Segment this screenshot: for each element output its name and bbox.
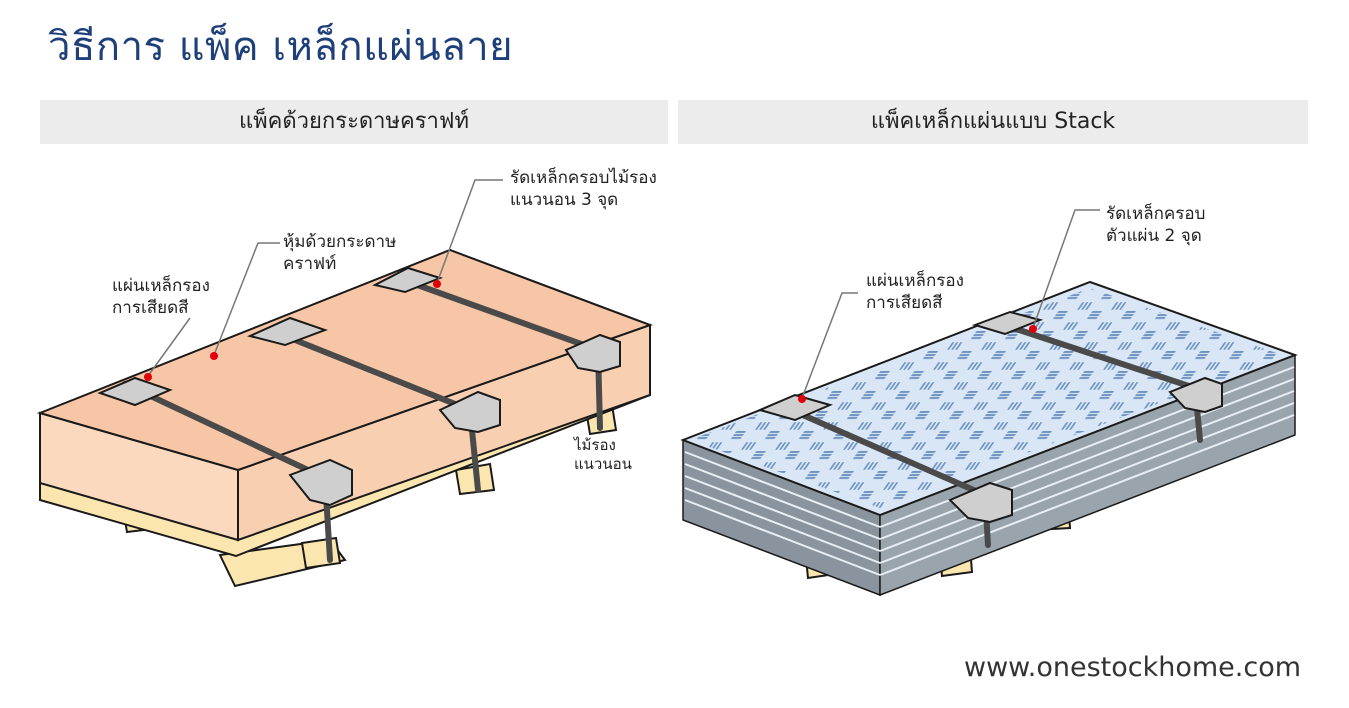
left-skid-callout: ไม้รอง แนวนอน: [574, 436, 632, 474]
right-leader-lines: [801, 209, 1100, 399]
left-skid-callout-line1: ไม้รอง: [574, 436, 616, 454]
edge-protectors: [97, 266, 621, 507]
right-protector-callout-line1: แผ่นเหล็กรอง: [866, 271, 964, 291]
kraft-bundle: [36, 248, 653, 588]
right-panel-header: แพ็คเหล็กแผ่นแบบ Stack: [678, 100, 1308, 144]
right-strap-callout-line1: รัดเหล็กครอบ: [1106, 204, 1206, 224]
left-skid-callout-line2: แนวนอน: [574, 455, 632, 473]
right-strap-callout: รัดเหล็กครอบ ตัวแผ่น 2 จุด: [1106, 203, 1205, 247]
edge-protectors-right: [757, 310, 1223, 524]
left-strap-callout: รัดเหล็กครอบไม้รอง แนวนอน 3 จุด: [510, 167, 657, 211]
left-markers: [144, 280, 441, 381]
left-protector-callout: แผ่นเหล็กรอง การเสียดสี: [112, 275, 210, 319]
footer-url: www.onestockhome.com: [964, 652, 1302, 683]
stack-bundle: [680, 280, 1298, 597]
left-strap-callout-line1: รัดเหล็กครอบไม้รอง: [510, 168, 657, 188]
left-wrap-callout-line1: หุ้มด้วยกระดาษ: [283, 232, 397, 252]
right-protector-callout-line2: การเสียดสี: [866, 293, 943, 313]
right-markers: [798, 325, 1037, 403]
left-wrap-callout: หุ้มด้วยกระดาษ คราฟท์: [283, 231, 396, 275]
left-strap-callout-line2: แนวนอน 3 จุด: [510, 190, 619, 210]
left-panel-header: แพ็คด้วยกระดาษคราฟท์: [40, 100, 668, 144]
left-protector-callout-line2: การเสียดสี: [112, 298, 189, 318]
left-leader-lines: [147, 179, 503, 377]
checker-plate-pattern: [690, 288, 1285, 508]
right-protector-callout: แผ่นเหล็กรอง การเสียดสี: [866, 270, 964, 314]
left-wrap-callout-line2: คราฟท์: [283, 254, 337, 274]
plate-stack-front: [682, 353, 1296, 597]
page-title: วิธีการ แพ็ค เหล็กแผ่นลาย: [48, 24, 514, 70]
right-strap-callout-line2: ตัวแผ่น 2 จุด: [1106, 226, 1202, 246]
left-protector-callout-line1: แผ่นเหล็กรอง: [112, 276, 210, 296]
